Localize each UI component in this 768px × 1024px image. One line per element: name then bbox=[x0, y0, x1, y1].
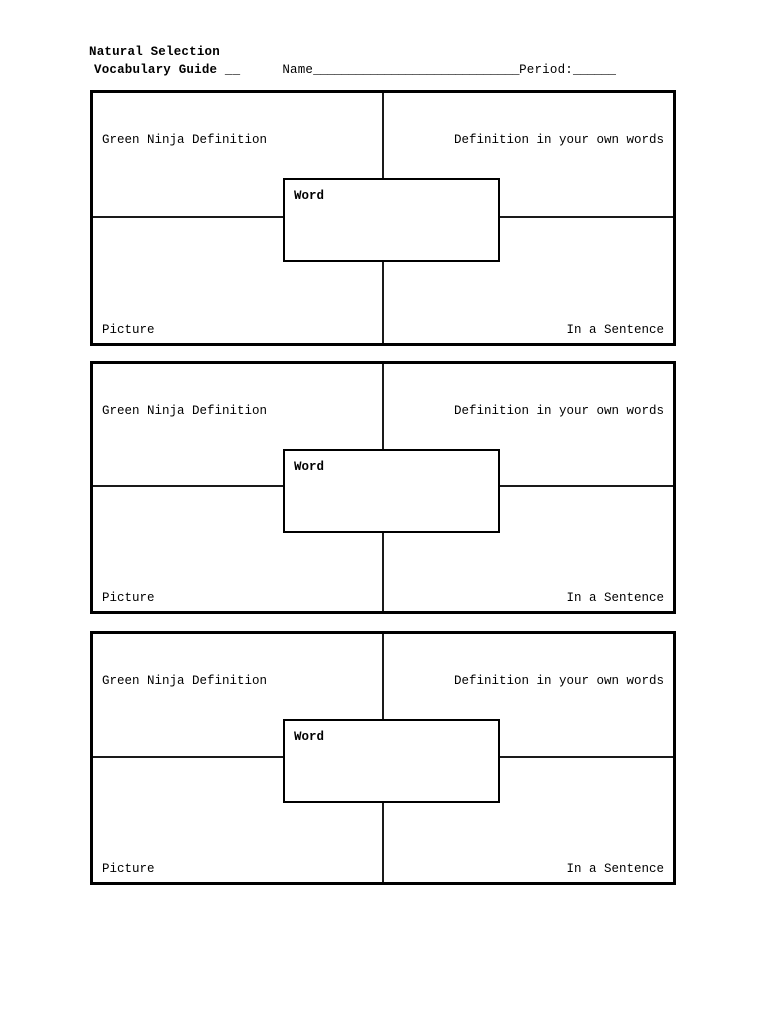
cell-own-words-definition[interactable]: Definition in your own words bbox=[383, 634, 673, 757]
cell-label-in-a-sentence: In a Sentence bbox=[566, 861, 664, 876]
cell-picture[interactable]: Picture bbox=[93, 757, 383, 882]
cell-label-green-ninja-definition: Green Ninja Definition bbox=[102, 674, 268, 688]
word-box[interactable]: Word bbox=[283, 449, 500, 533]
cell-own-words-definition[interactable]: Definition in your own words bbox=[383, 364, 673, 486]
name-field-label: Name bbox=[282, 63, 314, 77]
cell-own-words-definition[interactable]: Definition in your own words bbox=[383, 93, 673, 217]
cell-green-ninja-definition[interactable]: Green Ninja Definition bbox=[93, 634, 383, 757]
page-title: Natural Selection bbox=[89, 45, 220, 59]
page-subtitle: Vocabulary Guide __ bbox=[94, 63, 241, 77]
cell-label-picture: Picture bbox=[102, 861, 155, 876]
cell-label-in-a-sentence: In a Sentence bbox=[566, 590, 664, 605]
word-box[interactable]: Word bbox=[283, 178, 500, 262]
cell-in-a-sentence[interactable]: In a Sentence bbox=[383, 757, 673, 882]
cell-label-own-words-definition: Definition in your own words bbox=[453, 674, 664, 688]
word-box-label: Word bbox=[294, 730, 325, 744]
vocabulary-card: Green Ninja Definition Definition in you… bbox=[90, 361, 676, 614]
name-field-rule[interactable]: _____________________________ bbox=[313, 63, 520, 77]
word-box-label: Word bbox=[294, 460, 325, 474]
cell-label-picture: Picture bbox=[102, 323, 155, 337]
cell-picture[interactable]: Picture bbox=[93, 486, 383, 611]
period-field-rule[interactable]: ______ bbox=[573, 63, 616, 77]
vocabulary-card: Green Ninja Definition Definition in you… bbox=[90, 90, 676, 346]
header-line-title: Natural Selection bbox=[89, 43, 689, 61]
cell-label-own-words-definition: Definition in your own words bbox=[453, 133, 664, 147]
vocabulary-card: Green Ninja Definition Definition in you… bbox=[90, 631, 676, 885]
period-field-label: Period: bbox=[519, 63, 573, 77]
word-box[interactable]: Word bbox=[283, 719, 500, 803]
cell-label-own-words-definition: Definition in your own words bbox=[453, 404, 664, 418]
cell-label-picture: Picture bbox=[102, 590, 155, 605]
cell-green-ninja-definition[interactable]: Green Ninja Definition bbox=[93, 93, 383, 217]
card-grid: Green Ninja Definition Definition in you… bbox=[93, 364, 673, 611]
cell-in-a-sentence[interactable]: In a Sentence bbox=[383, 217, 673, 343]
header-line-fields: Vocabulary Guide __Name_________________… bbox=[89, 61, 689, 79]
cell-label-green-ninja-definition: Green Ninja Definition bbox=[102, 133, 268, 147]
cell-label-green-ninja-definition: Green Ninja Definition bbox=[102, 404, 268, 418]
worksheet-header: Natural Selection Vocabulary Guide __ Nam… bbox=[89, 43, 689, 79]
word-box-label: Word bbox=[294, 189, 325, 203]
cell-label-in-a-sentence: In a Sentence bbox=[566, 323, 664, 337]
cell-in-a-sentence[interactable]: In a Sentence bbox=[383, 486, 673, 611]
card-grid: Green Ninja Definition Definition in you… bbox=[93, 93, 673, 343]
cell-picture[interactable]: Picture bbox=[93, 217, 383, 343]
cell-green-ninja-definition[interactable]: Green Ninja Definition bbox=[93, 364, 383, 486]
card-grid: Green Ninja Definition Definition in you… bbox=[93, 634, 673, 882]
